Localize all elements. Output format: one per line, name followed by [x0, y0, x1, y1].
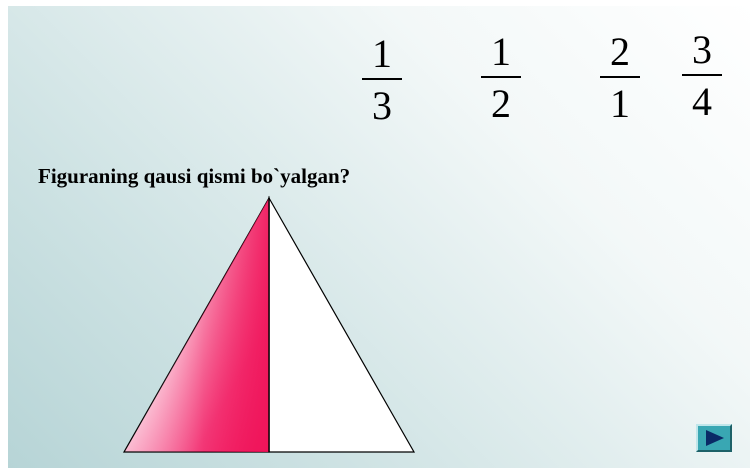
triangle-figure	[122, 195, 416, 453]
slide-frame-top	[0, 0, 750, 6]
fraction-numerator: 3	[692, 27, 712, 72]
fraction-numerator: 2	[610, 29, 630, 74]
answer-option-fraction-4[interactable]: 3 4	[678, 28, 726, 124]
fraction-denominator: 1	[610, 81, 630, 126]
fraction-numerator: 1	[491, 29, 511, 74]
slide-frame-left	[0, 0, 8, 468]
triangle-unshaded-half	[268, 195, 416, 453]
fraction-bar	[682, 74, 722, 76]
fraction-denominator: 3	[372, 83, 392, 128]
answer-option-fraction-2[interactable]: 1 2	[477, 30, 525, 126]
fraction-bar	[481, 76, 521, 78]
fraction-denominator: 4	[692, 79, 712, 124]
fraction-bar	[600, 76, 640, 78]
question-text: Figuraning qausi qismi bo`yalgan?	[38, 164, 351, 188]
play-triangle-icon	[706, 430, 724, 446]
fraction-bar	[362, 78, 402, 80]
fraction-denominator: 2	[491, 81, 511, 126]
answer-option-fraction-3[interactable]: 2 1	[596, 30, 644, 126]
answer-option-fraction-1[interactable]: 1 3	[358, 32, 406, 128]
fraction-numerator: 1	[372, 31, 392, 76]
next-slide-button[interactable]	[696, 424, 732, 452]
triangle-shaded-edge	[124, 198, 269, 452]
